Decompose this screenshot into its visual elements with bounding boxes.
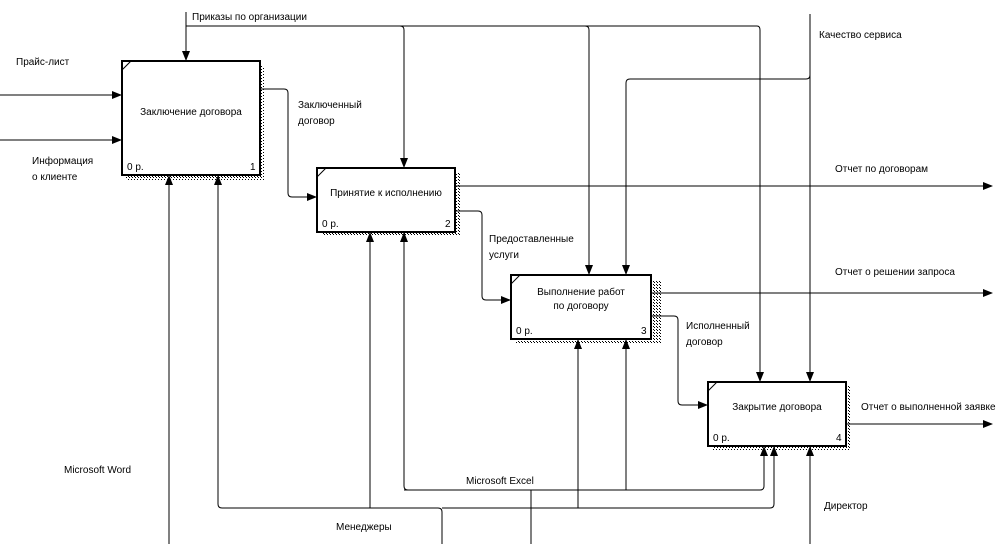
label-contract-signed: Заключенный договор bbox=[298, 100, 362, 127]
box3-title: Выполнение работ по договору bbox=[537, 287, 625, 312]
label-services-provided: Предоставленные услуги bbox=[489, 234, 574, 261]
box4-title: Закрытие договора bbox=[732, 402, 822, 413]
label-orders: Приказы по организации bbox=[192, 12, 307, 23]
box2-number: 2 bbox=[445, 219, 451, 230]
arrow-excel-to-4 bbox=[404, 446, 768, 491]
box3-corner bbox=[510, 274, 521, 285]
label-director: Директор bbox=[824, 501, 868, 512]
box3-number: 3 bbox=[641, 326, 647, 337]
label-contract-done: Исполненный договор bbox=[686, 321, 750, 348]
label-ms-word: Microsoft Word bbox=[64, 465, 132, 476]
box-1[interactable] bbox=[121, 60, 261, 176]
label-price-list: Прайс-лист bbox=[16, 57, 70, 68]
box2-title: Принятие к исполнению bbox=[330, 188, 442, 199]
label-service-quality: Качество сервиса bbox=[819, 30, 902, 41]
box4-number: 4 bbox=[836, 433, 842, 444]
label-contract-report: Отчет по договорам bbox=[835, 164, 929, 175]
box4-cost: 0 р. bbox=[713, 433, 730, 444]
label-completed-report: Отчет о выполненной заявке bbox=[861, 402, 996, 413]
label-request-report: Отчет о решении запроса bbox=[835, 267, 955, 278]
label-ms-excel: Microsoft Excel bbox=[466, 476, 534, 487]
box-3[interactable] bbox=[510, 274, 652, 340]
arrow-managers-to-1 bbox=[214, 175, 443, 544]
label-managers: Менеджеры bbox=[336, 522, 392, 533]
box3-cost: 0 р. bbox=[516, 326, 533, 337]
box2-cost: 0 р. bbox=[322, 219, 339, 230]
box1-corner bbox=[121, 60, 132, 71]
arrow-orders-to-3 bbox=[584, 25, 593, 275]
arrow-contract-signed bbox=[261, 88, 317, 201]
box-2[interactable] bbox=[316, 167, 456, 233]
box2-corner bbox=[316, 167, 327, 178]
arrow-contract-done bbox=[652, 315, 708, 409]
box-4[interactable] bbox=[707, 381, 847, 447]
arrow-excel-to-2 bbox=[400, 232, 409, 491]
arrow-orders-to-2 bbox=[399, 25, 408, 168]
arrow-managers-to-4 bbox=[442, 446, 778, 509]
arrow-orders-to-4 bbox=[185, 12, 764, 382]
arrow-quality-to-3 bbox=[622, 74, 811, 275]
box1-number: 1 bbox=[250, 162, 256, 173]
label-client-info: Информация о клиенте bbox=[32, 156, 94, 183]
box1-cost: 0 р. bbox=[127, 162, 144, 173]
box1-title: Заключение договора bbox=[140, 107, 242, 118]
arrow-services bbox=[456, 210, 511, 304]
box4-corner bbox=[707, 381, 718, 392]
